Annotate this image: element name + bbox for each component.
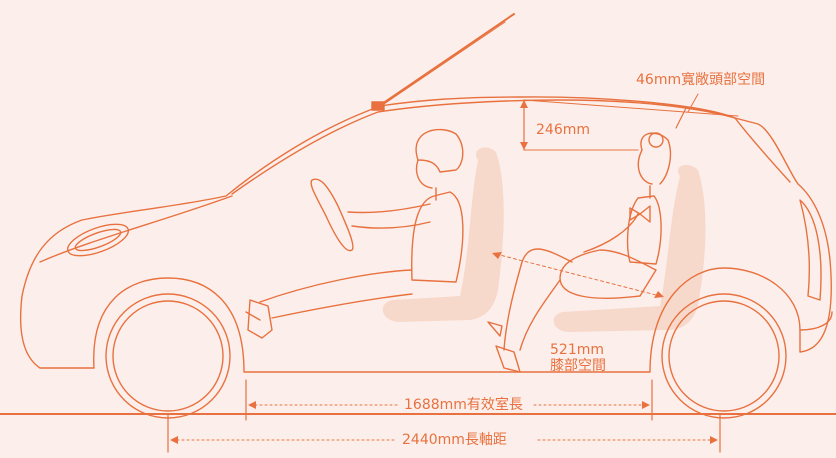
driver-arm (347, 203, 431, 229)
antenna-base (371, 101, 385, 111)
driver-torso (411, 191, 464, 283)
passenger-bun (648, 132, 664, 148)
driver-face (415, 159, 433, 189)
passenger-figure (487, 132, 672, 373)
car-body (19, 96, 833, 419)
antenna (371, 13, 515, 111)
front-wheel-rim (112, 300, 224, 412)
knee-room-value-label: 521mm (550, 342, 604, 358)
passenger-face (637, 149, 653, 185)
rear-headroom-label: 46mm寬敞頭部空間 (636, 72, 766, 88)
driver-figure (245, 128, 464, 339)
car-body-outline (19, 96, 832, 373)
antenna-rod-back (377, 21, 506, 109)
driver-hair (415, 128, 464, 173)
knee-room-caption-label: 膝部空間 (550, 358, 606, 374)
knee-room-measure (492, 252, 664, 298)
cabin-length-label: 1688mm有效室長 (400, 397, 527, 413)
rear-wheel (661, 293, 787, 419)
rear-window-line (734, 117, 791, 183)
driver-shoes (245, 299, 273, 339)
passenger-heels (487, 321, 521, 373)
rear-wheel-rim (668, 300, 780, 412)
wheelbase-label: 2440mm長軸距 (398, 432, 511, 448)
wheelbase-measure (167, 413, 721, 453)
rear-bumper (799, 311, 833, 331)
driver-legs (259, 269, 413, 319)
steering-wheel (310, 178, 354, 252)
measurements (167, 93, 739, 453)
passenger-legs (503, 248, 573, 351)
headlight (66, 223, 130, 257)
passenger-hair (640, 132, 672, 185)
passenger-arm (583, 213, 639, 253)
passenger-bow (629, 205, 651, 223)
rear-seat-back (553, 164, 706, 332)
front-wheel (105, 293, 231, 419)
front-headroom-measure (520, 99, 639, 151)
rear-headroom-measure (523, 93, 739, 129)
taillight (799, 199, 822, 301)
headlight-inner (74, 228, 122, 252)
car-roof-inner (231, 99, 736, 195)
front-seat-back (382, 147, 504, 322)
seat-silhouettes (382, 147, 706, 332)
front-headroom-label: 246mm (536, 122, 590, 138)
antenna-rod (381, 13, 515, 105)
passenger-torso (626, 195, 662, 265)
cabin-length-measure (245, 379, 653, 421)
